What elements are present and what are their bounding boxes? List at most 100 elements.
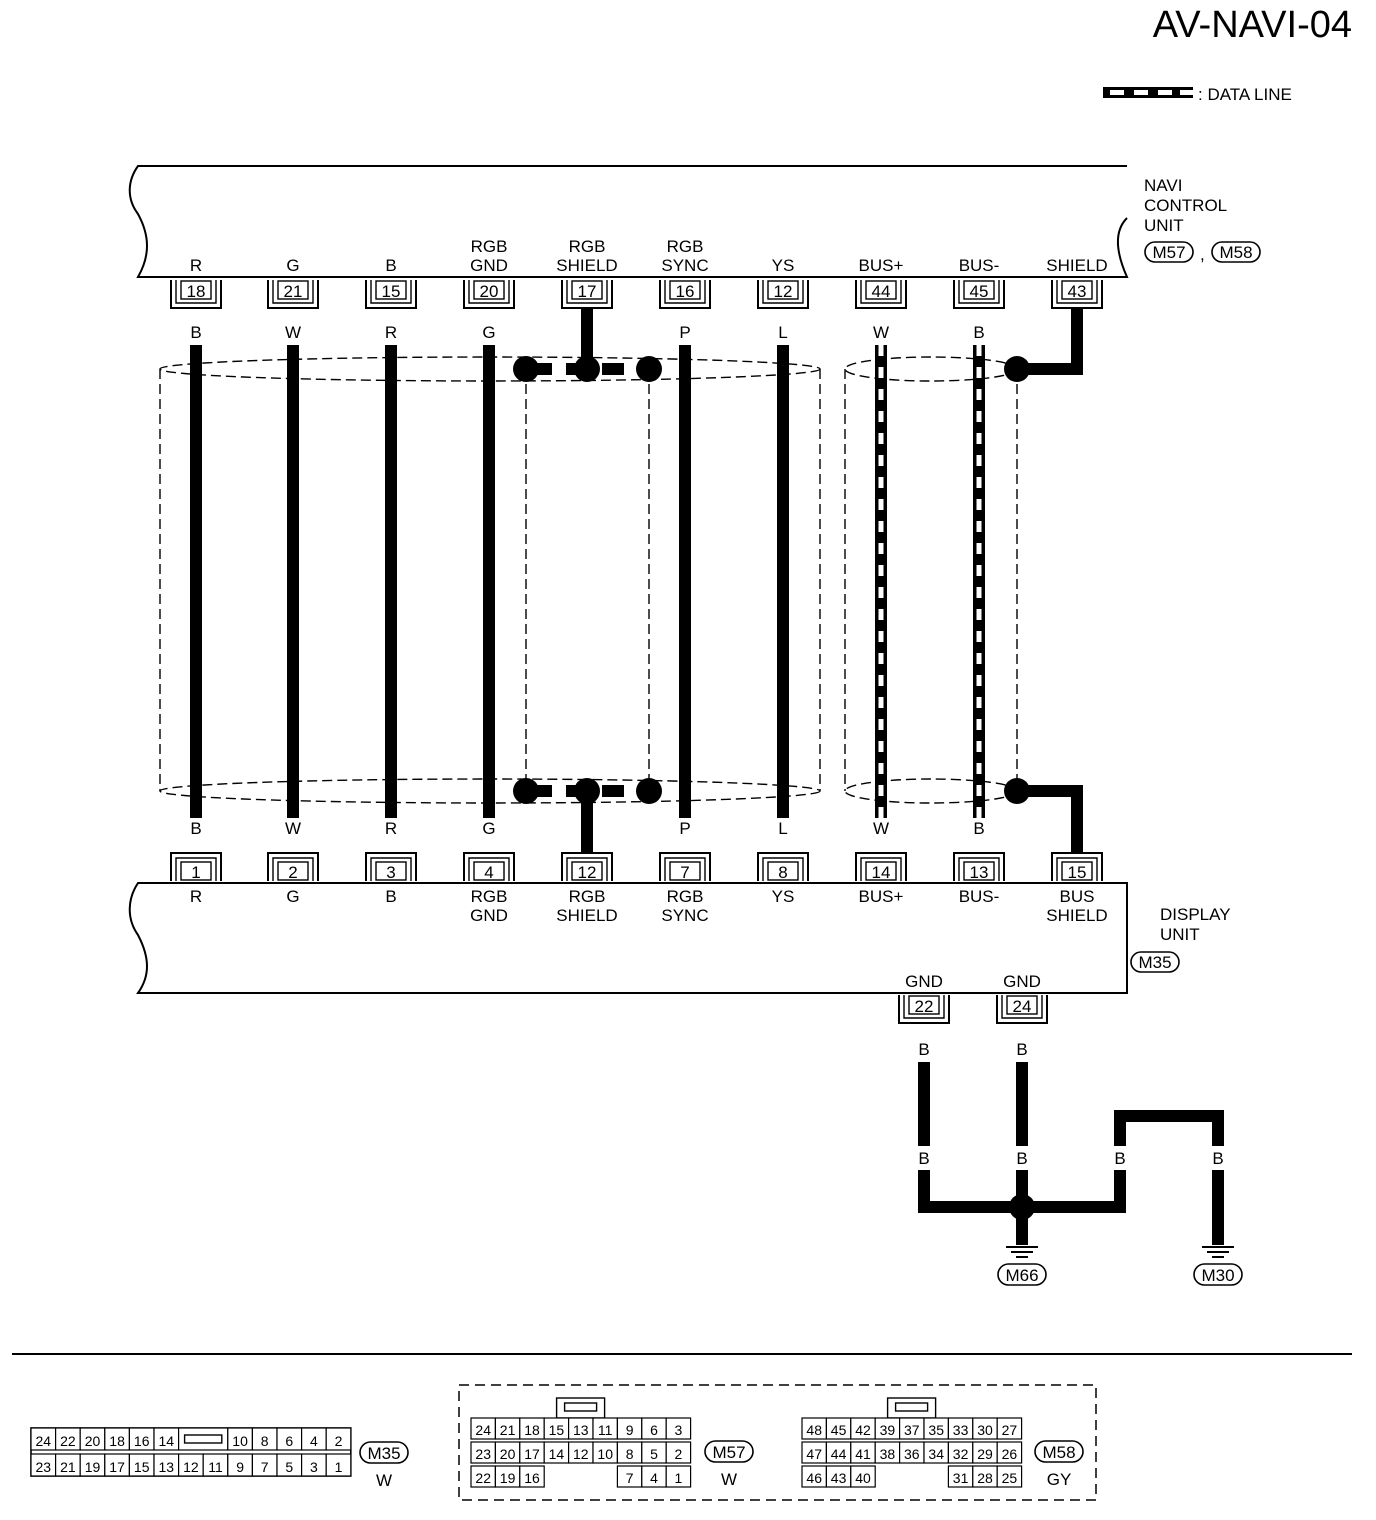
connector-pin-navi: 21 (267, 280, 319, 309)
terminal-label: B (385, 887, 396, 906)
splice-point (513, 356, 539, 382)
cavity-number: 21 (500, 1422, 516, 1438)
cavity-number: 42 (855, 1422, 871, 1438)
navi-unit-title: NAVI CONTROL UNIT (1144, 176, 1227, 235)
wire-color-label: W (873, 323, 889, 342)
cavity-number: 45 (831, 1422, 847, 1438)
cavity (519, 1465, 545, 1488)
wire-color-label: B (918, 1040, 929, 1059)
wire-color-label: B (1212, 1149, 1223, 1168)
connector-pin-display: 3 (365, 852, 417, 882)
navi-unit-name-line: UNIT (1144, 216, 1184, 235)
cavity-number: 21 (60, 1459, 76, 1475)
cavity-number: 1 (675, 1470, 683, 1486)
terminal-label: RGB (471, 237, 508, 256)
cavity-number: 24 (475, 1422, 491, 1438)
bus-shield-connection (1004, 308, 1083, 853)
wire-color-label: L (778, 819, 787, 838)
cavity-number: 9 (626, 1422, 634, 1438)
cavity-number: 9 (236, 1459, 244, 1475)
wire-color-label: B (1016, 1040, 1027, 1059)
connector-pin-ground: 24 (996, 995, 1048, 1024)
ground-symbol (1202, 1246, 1234, 1258)
cavity-number: 46 (806, 1470, 822, 1486)
wire-color-label: L (778, 323, 787, 342)
terminal-label: R (190, 256, 202, 275)
pin-number: 12 (578, 863, 597, 882)
cavity-number: 44 (831, 1446, 847, 1462)
connector-pin-navi: 16 (659, 280, 711, 309)
splice-point (1004, 356, 1030, 382)
cavity-number: 14 (549, 1446, 565, 1462)
pin-number: 16 (676, 282, 695, 301)
connector-view-color: GY (1047, 1470, 1072, 1489)
cavity-number: 27 (1002, 1422, 1018, 1438)
wire-color-label: W (285, 819, 301, 838)
cavity-number: 17 (109, 1459, 125, 1475)
cavity-number: 36 (904, 1446, 920, 1462)
pin-number: 13 (970, 863, 989, 882)
terminal-label: RGB (667, 887, 704, 906)
terminal-label: RGB (471, 887, 508, 906)
connector-pin-navi: 20 (463, 280, 515, 309)
cavity (665, 1465, 692, 1488)
cavity-number: 33 (953, 1422, 969, 1438)
pin-number: 4 (484, 863, 493, 882)
connector-view-id: M57 (712, 1443, 745, 1462)
connector-pin-display: 7 (659, 852, 711, 882)
cavity-number: 17 (524, 1446, 540, 1462)
cavity-number: 14 (159, 1433, 175, 1449)
pin-number: 45 (970, 282, 989, 301)
cavity-number: 16 (524, 1470, 540, 1486)
connector-pin-display: 8 (757, 852, 809, 882)
cavity-number: 23 (36, 1459, 52, 1475)
data-line-legend: : DATA LINE (1103, 85, 1292, 104)
wire-color-label: R (385, 323, 397, 342)
terminal-label: G (286, 887, 299, 906)
wire-color-label: G (482, 323, 495, 342)
svg-text:M57: M57 (1152, 243, 1185, 262)
cavity-number: 13 (159, 1459, 175, 1475)
ground-point-badge: M30 (1193, 1263, 1243, 1286)
connector-separator: , (1200, 245, 1205, 264)
wire-color-label: P (679, 819, 690, 838)
cavity (665, 1441, 692, 1464)
pin-number: 1 (191, 863, 200, 882)
cavity-number: 39 (880, 1422, 896, 1438)
terminal-label: RGB (569, 887, 606, 906)
connector-badge-m57: M57 (1144, 241, 1194, 263)
connector-pin-display: 13 (953, 852, 1005, 882)
cavity (665, 1417, 692, 1440)
ground-point-label: M66 (1005, 1266, 1038, 1285)
navi-unit-box (128, 165, 1129, 278)
terminal-label: SYNC (661, 256, 708, 275)
connector-pin-display: 12 (561, 852, 613, 882)
pin-number: 2 (288, 863, 297, 882)
display-unit-name-line: DISPLAY (1160, 905, 1231, 924)
cavity-number: 8 (626, 1446, 634, 1462)
cavity-number: 47 (806, 1446, 822, 1462)
connector-pin-navi: 15 (365, 280, 417, 309)
terminal-label: YS (772, 256, 795, 275)
cavity-number: 48 (806, 1422, 822, 1438)
connector-pin-navi: 44 (855, 280, 907, 309)
wire-color-label: B (190, 819, 201, 838)
ground-symbol (1006, 1246, 1038, 1258)
cavity-number: 43 (831, 1470, 847, 1486)
terminal-label: SYNC (661, 906, 708, 925)
cavity-number: 32 (953, 1446, 969, 1462)
wire-color-label: B (190, 323, 201, 342)
pin-number: 7 (680, 863, 689, 882)
cavity-number: 8 (261, 1433, 269, 1449)
rgb-shield-connection (513, 308, 662, 853)
connector-pin-display: 4 (463, 852, 515, 882)
cavity-number: 12 (573, 1446, 589, 1462)
ground-point-badge: M66 (997, 1263, 1047, 1286)
pin-number: 15 (382, 282, 401, 301)
cavity-number: 18 (109, 1433, 125, 1449)
